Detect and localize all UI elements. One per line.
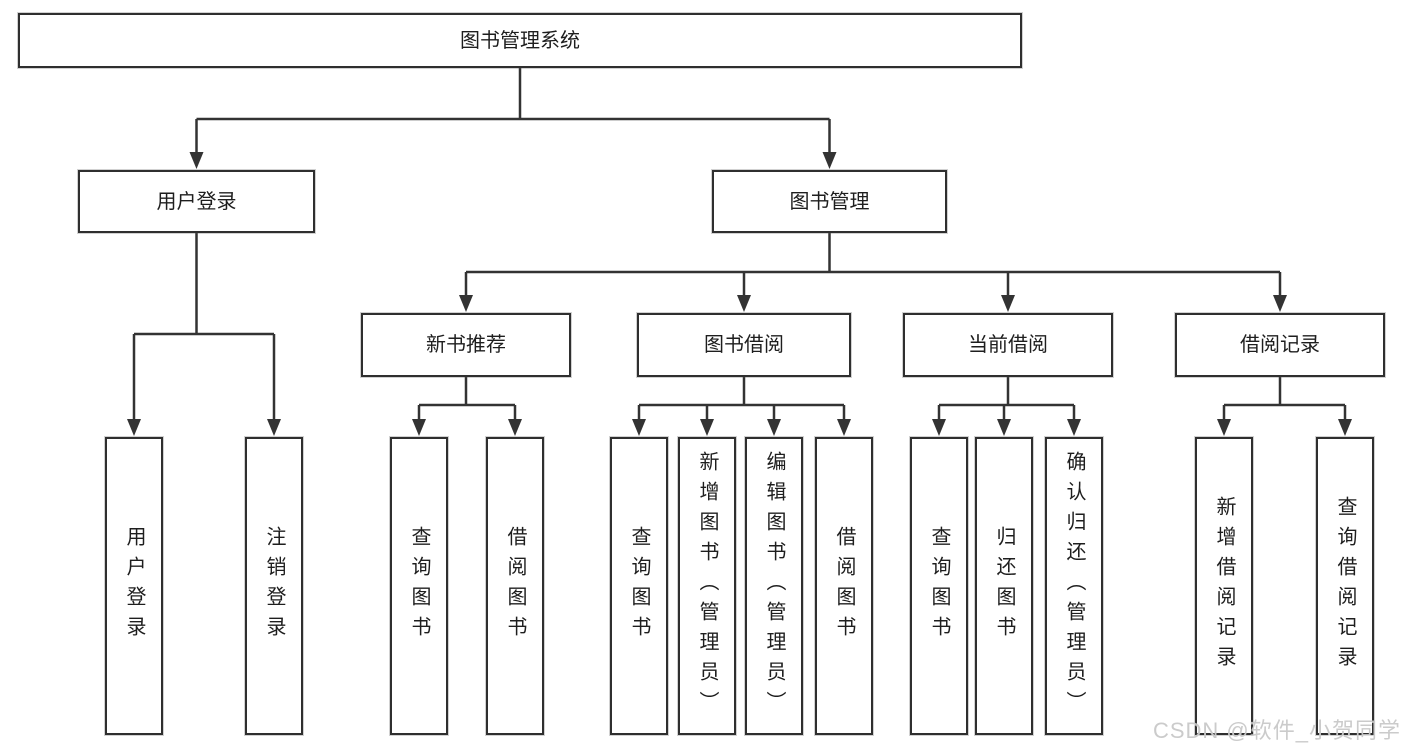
leaf-edit-books-admin: 编辑图书（管理员） <box>745 437 803 735</box>
node-new-book-recommendation: 新书推荐 <box>361 313 571 377</box>
leaf-query-books-current: 查询图书 <box>910 437 968 735</box>
leaf-user-login: 用户登录 <box>105 437 163 735</box>
leaf-label: 查询图书 <box>628 526 650 646</box>
node-current-borrowing: 当前借阅 <box>903 313 1113 377</box>
leaf-label: 查询图书 <box>928 526 950 646</box>
leaf-query-books-newbook: 查询图书 <box>390 437 448 735</box>
node-label: 图书管理系统 <box>460 29 580 52</box>
leaf-confirm-return-admin: 确认归还（管理员） <box>1045 437 1103 735</box>
node-borrowing-records: 借阅记录 <box>1175 313 1385 377</box>
leaf-query-borrow-record: 查询借阅记录 <box>1316 437 1374 735</box>
arrowheads <box>127 152 1352 436</box>
leaf-label: 借阅图书 <box>504 526 526 646</box>
leaf-add-books-admin: 新增图书（管理员） <box>678 437 736 735</box>
node-label: 图书借阅 <box>704 334 784 356</box>
leaf-label: 查询借阅记录 <box>1334 496 1356 676</box>
leaf-label: 查询图书 <box>408 526 430 646</box>
leaf-label: 注销登录 <box>263 526 285 646</box>
leaf-label: 新增借阅记录 <box>1213 496 1235 676</box>
node-label: 当前借阅 <box>968 334 1048 356</box>
csdn-watermark: CSDN @软件_小贺同学 <box>1152 718 1401 743</box>
node-label: 新书推荐 <box>426 334 506 356</box>
leaf-label: 归还图书 <box>993 526 1015 646</box>
leaf-label: 用户登录 <box>123 526 145 646</box>
node-book-borrowing: 图书借阅 <box>637 313 851 377</box>
leaf-add-borrow-record: 新增借阅记录 <box>1195 437 1253 735</box>
node-label: 图书管理 <box>789 190 870 213</box>
leaf-logout: 注销登录 <box>245 437 303 735</box>
node-label: 借阅记录 <box>1240 334 1320 356</box>
node-label: 用户登录 <box>156 190 237 213</box>
node-book-management: 图书管理 <box>712 170 947 233</box>
leaf-label: 编辑图书（管理员） <box>763 451 785 721</box>
leaf-query-books-borrow: 查询图书 <box>610 437 668 735</box>
node-library-management-system: 图书管理系统 <box>18 13 1022 68</box>
leaf-label: 新增图书（管理员） <box>696 451 718 721</box>
leaf-return-books: 归还图书 <box>975 437 1033 735</box>
leaf-label: 确认归还（管理员） <box>1063 451 1085 721</box>
leaf-label: 借阅图书 <box>833 526 855 646</box>
node-user-login: 用户登录 <box>78 170 315 233</box>
leaf-borrow-books-newbook: 借阅图书 <box>486 437 544 735</box>
leaf-borrow-books: 借阅图书 <box>815 437 873 735</box>
